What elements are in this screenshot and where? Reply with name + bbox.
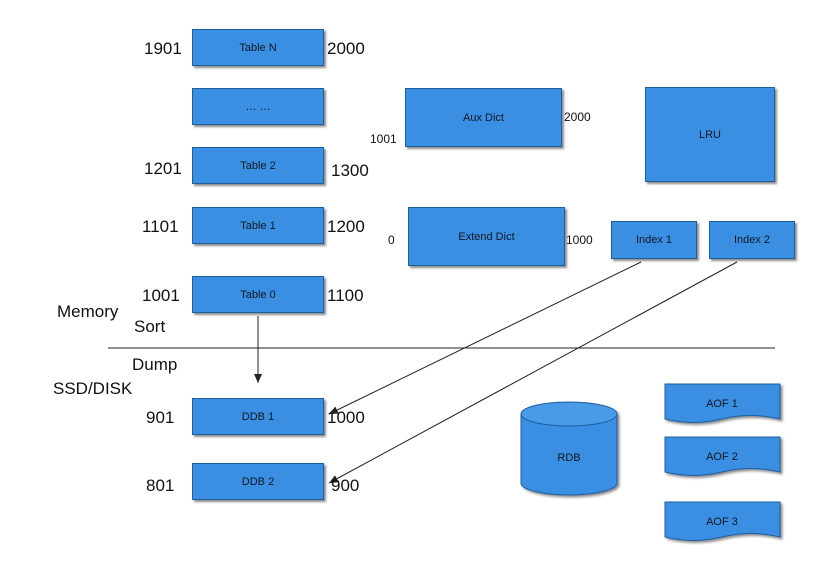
disk-table-box: DDB 1 [192,398,324,435]
disk-table-box: DDB 2 [192,463,324,500]
extend-dict-range-start: 0 [388,233,395,247]
memory-table-box: Table N [192,29,324,66]
index-2-arrow [328,261,738,484]
range-end-label: 1200 [327,217,365,236]
range-start-label: 901 [146,408,175,427]
aof-file [664,501,781,541]
range-start-label: 1001 [142,286,180,305]
range-end-label: 2000 [327,39,365,58]
rdb-cylinder [520,401,618,496]
aof-file [664,383,781,423]
lru-box: LRU [645,87,775,182]
memory-label: Memory [57,302,119,321]
memory-table-ellipsis-box: … … [192,88,324,125]
aof-label: AOF 2 [706,451,738,463]
storage-label: SSD/DISK [53,379,133,398]
memory-table-box: Table 0 [192,276,324,313]
range-end-label: 1100 [327,286,364,305]
extend-dict-range-end: 1000 [566,233,593,247]
sort-label: Sort [134,317,166,336]
aux-dict-range-start: 1001 [370,132,397,146]
memory-table-box: Table 2 [192,147,324,184]
range-start-label: 1201 [144,159,182,178]
extend-dict-box: Extend Dict [408,207,565,266]
memory-table-box: Table 1 [192,207,324,244]
aux-dict-range-end: 2000 [564,110,591,124]
aof-label: AOF 1 [706,398,738,410]
dump-label: Dump [132,355,178,374]
range-end-label: 1000 [327,408,365,427]
range-end-label: 900 [331,476,360,495]
range-start-label: 801 [146,476,175,495]
range-start-label: 1101 [142,217,179,236]
index-1-arrow [328,261,642,415]
aof-file [664,436,781,476]
range-end-label: 1300 [331,161,369,180]
aux-dict-box: Aux Dict [405,88,562,147]
range-start-label: 1901 [144,39,182,58]
aof-label: AOF 3 [706,516,738,528]
rdb-label: RDB [557,452,580,464]
index-box: Index 2 [709,221,795,259]
index-box: Index 1 [611,221,697,259]
